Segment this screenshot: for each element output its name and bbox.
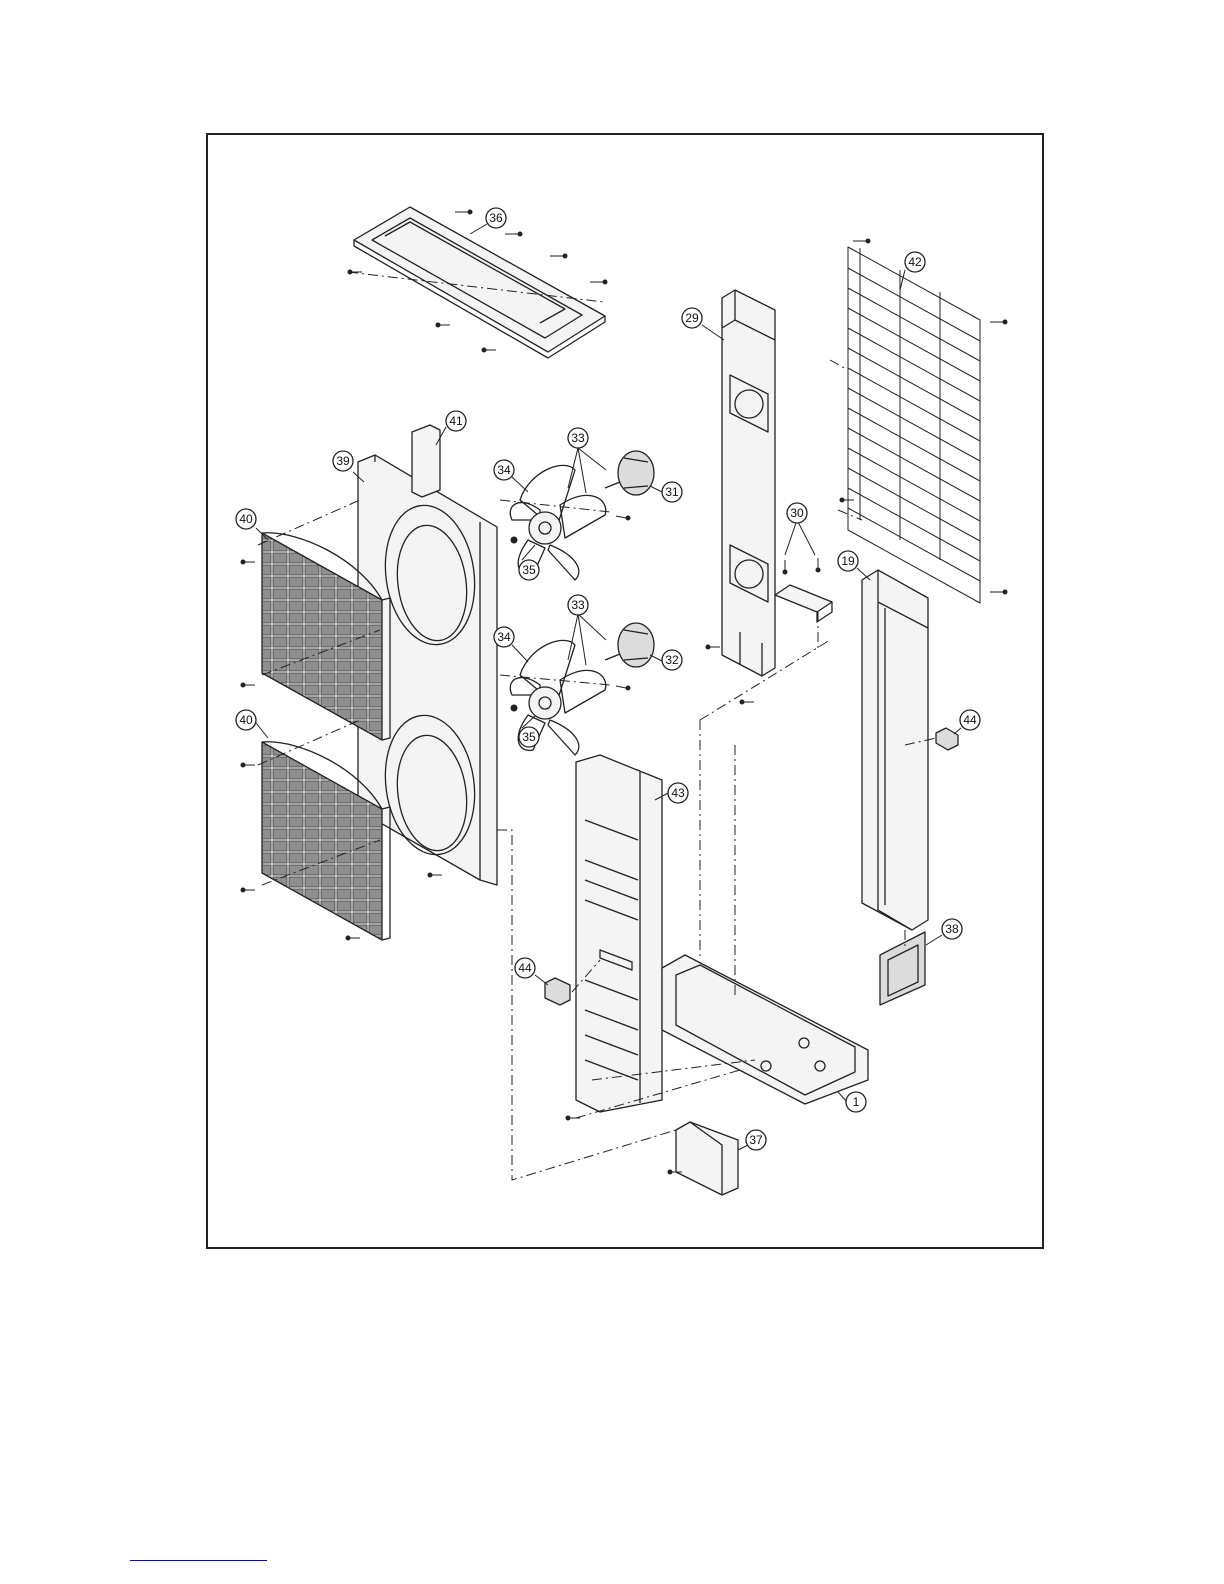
- callout-label-38: 38: [945, 922, 959, 936]
- callout-label-35-lower: 35: [522, 730, 536, 744]
- plug-cap-left: [545, 978, 570, 1005]
- callout-label-44-left: 44: [518, 961, 532, 975]
- callout-label-40-upper: 40: [239, 512, 253, 526]
- callout-label-33-lower: 33: [571, 598, 585, 612]
- callout-label-36: 36: [489, 211, 503, 225]
- front-side-panel: [576, 755, 662, 1112]
- bracket-30: [775, 585, 832, 622]
- callout-label-43: 43: [671, 786, 685, 800]
- right-side-panel: [862, 570, 928, 930]
- callout-label-32: 32: [665, 653, 679, 667]
- upper-fan-motor: [605, 451, 654, 495]
- lower-fan-motor: [605, 623, 654, 667]
- support-post: [722, 290, 775, 676]
- service-cover: [880, 932, 925, 1005]
- callout-label-41: 41: [449, 414, 463, 428]
- callout-label-42: 42: [908, 255, 922, 269]
- callout-label-40-lower: 40: [239, 713, 253, 727]
- base-pan: [662, 955, 868, 1104]
- footer-link-rule: [130, 1560, 267, 1561]
- callout-label-30: 30: [790, 506, 804, 520]
- callout-label-44-right: 44: [963, 713, 977, 727]
- top-panel: [354, 207, 605, 358]
- callout-label-33-upper: 33: [571, 431, 585, 445]
- callout-label-37: 37: [749, 1133, 763, 1147]
- plug-cap-right: [936, 728, 958, 750]
- back-grille: [848, 247, 980, 603]
- callout-label-1: 1: [853, 1095, 860, 1109]
- callout-label-35-upper: 35: [522, 563, 536, 577]
- callout-label-39: 39: [336, 454, 350, 468]
- callout-label-29: 29: [685, 311, 699, 325]
- callout-label-19: 19: [841, 554, 855, 568]
- callout-label-34-upper: 34: [497, 463, 511, 477]
- corner-cover: [676, 1122, 738, 1195]
- callout-label-34-lower: 34: [497, 630, 511, 644]
- partition-41: [412, 425, 440, 497]
- callout-label-31: 31: [665, 485, 679, 499]
